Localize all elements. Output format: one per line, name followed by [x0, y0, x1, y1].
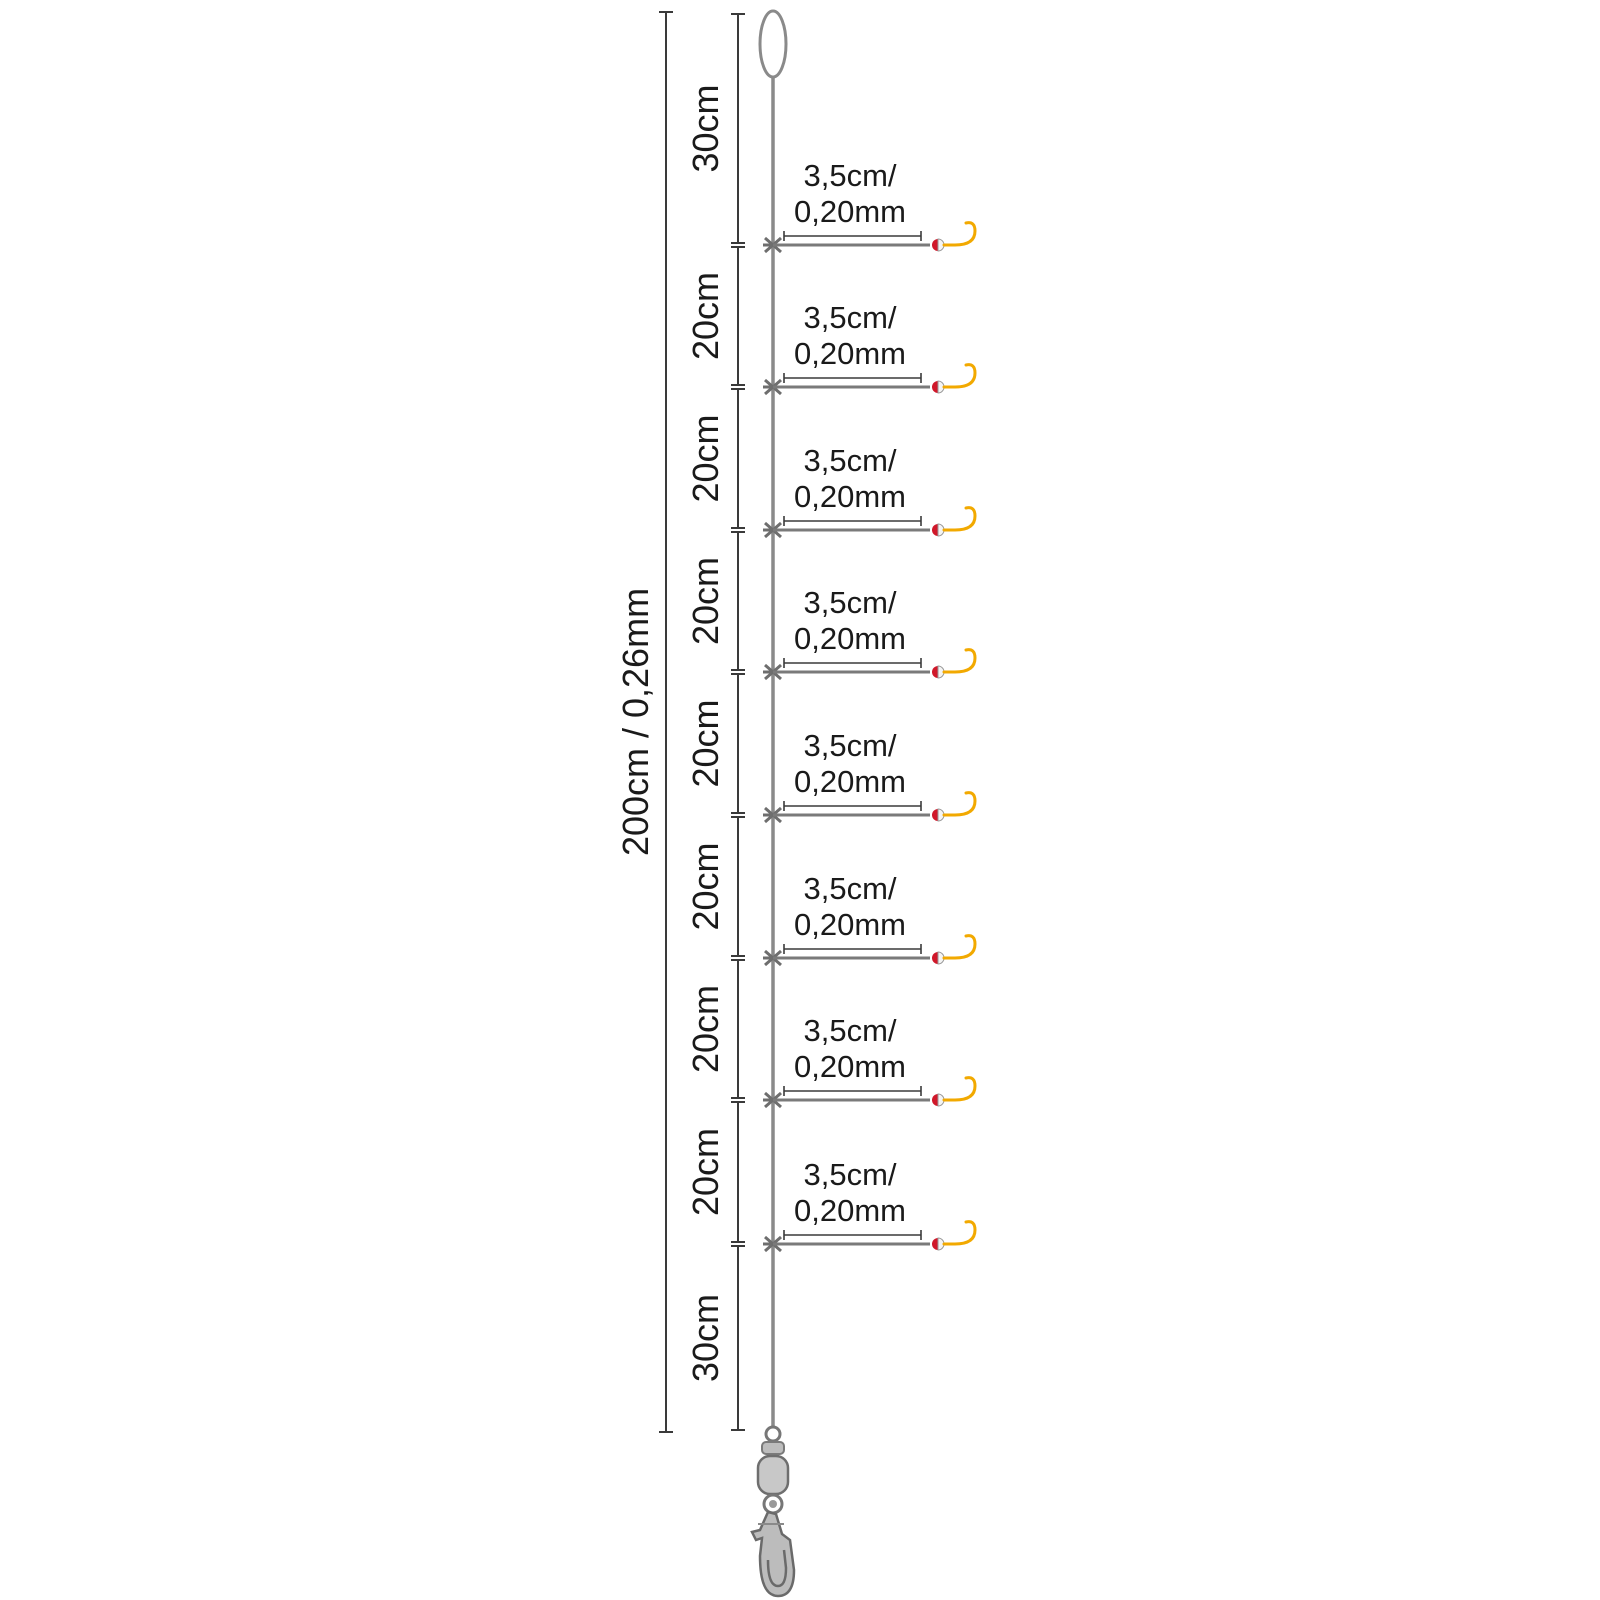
dropper: 3,5cm/0,20mm [763, 158, 977, 254]
top-loop [758, 9, 788, 79]
swivel-collar [761, 1441, 785, 1455]
hook-icon [942, 1076, 977, 1102]
segment-dimension-label: 20cm [685, 557, 726, 645]
dropper: 3,5cm/0,20mm [763, 1157, 977, 1253]
droppers: 3,5cm/0,20mm3,5cm/0,20mm3,5cm/0,20mm3,5c… [763, 158, 977, 1253]
bead-icon [932, 1238, 938, 1250]
hook-icon [942, 506, 977, 532]
segment-dimensions: 30cm 20cm 20cm 20cm 20cm 20cm 20cm 20cm 30cm [685, 13, 745, 1431]
hook-icon [942, 934, 977, 960]
snap-clip [750, 1510, 796, 1598]
dropper-label-diameter: 0,20mm [794, 479, 906, 514]
dropper: 3,5cm/0,20mm [763, 871, 977, 967]
snap-clip-inner [766, 1549, 788, 1588]
segment-dimension-label: 20cm [685, 985, 726, 1073]
dropper-label-diameter: 0,20mm [794, 1193, 906, 1228]
total-dimension: 200cm / 0,26mm [615, 11, 673, 1433]
hook-icon [942, 791, 977, 817]
dropper-label-diameter: 0,20mm [794, 907, 906, 942]
segment-dimension: 20cm [685, 1101, 745, 1243]
total-dimension-label: 200cm / 0,26mm [615, 588, 656, 856]
bead-icon [932, 239, 938, 251]
segment-dimension-label: 20cm [685, 1128, 726, 1216]
segment-dimension: 20cm [685, 673, 745, 814]
bead-icon [932, 1094, 938, 1106]
bead-icon [932, 524, 938, 536]
swivel-snap [750, 1425, 796, 1598]
bead-icon [932, 666, 938, 678]
segment-dimension: 20cm [685, 246, 745, 386]
dropper-label-length: 3,5cm/ [803, 1013, 896, 1048]
dropper-label-length: 3,5cm/ [803, 158, 896, 193]
hook-icon [942, 1220, 977, 1246]
dropper-label-length: 3,5cm/ [803, 1157, 896, 1192]
dropper-label-diameter: 0,20mm [794, 764, 906, 799]
dropper-label-diameter: 0,20mm [794, 621, 906, 656]
dropper: 3,5cm/0,20mm [763, 300, 977, 396]
segment-dimension: 30cm [685, 1245, 745, 1431]
segment-dimension-label: 20cm [685, 414, 726, 502]
segment-dimension-label: 30cm [685, 84, 726, 172]
dropper: 3,5cm/0,20mm [763, 1013, 977, 1109]
segment-dimension-label: 20cm [685, 842, 726, 930]
dropper: 3,5cm/0,20mm [763, 728, 977, 824]
segment-dimension: 20cm [685, 388, 745, 529]
hook-icon [942, 221, 977, 247]
dropper-label-length: 3,5cm/ [803, 585, 896, 620]
dropper-label-diameter: 0,20mm [794, 336, 906, 371]
segment-dimension-label: 30cm [685, 1294, 726, 1382]
dropper: 3,5cm/0,20mm [763, 585, 977, 681]
segment-dimension: 30cm [685, 13, 745, 244]
swivel-ring-top [764, 1425, 782, 1443]
dropper-label-diameter: 0,20mm [794, 1049, 906, 1084]
hook-icon [942, 648, 977, 674]
dropper-label-length: 3,5cm/ [803, 300, 896, 335]
hook-icon [942, 363, 977, 389]
dropper-label-length: 3,5cm/ [803, 728, 896, 763]
bead-icon [932, 381, 938, 393]
dropper-label-length: 3,5cm/ [803, 443, 896, 478]
segment-dimension: 20cm [685, 816, 745, 957]
dropper-label-length: 3,5cm/ [803, 871, 896, 906]
bead-icon [932, 952, 938, 964]
dropper: 3,5cm/0,20mm [763, 443, 977, 539]
bead-icon [932, 809, 938, 821]
segment-dimension: 20cm [685, 959, 745, 1099]
dropper-label-diameter: 0,20mm [794, 194, 906, 229]
segment-dimension-label: 20cm [685, 272, 726, 360]
swivel-ring-center [769, 1500, 777, 1508]
main-line [758, 9, 788, 1426]
segment-dimension-label: 20cm [685, 699, 726, 787]
swivel-barrel [756, 1454, 790, 1496]
segment-dimension: 20cm [685, 531, 745, 671]
